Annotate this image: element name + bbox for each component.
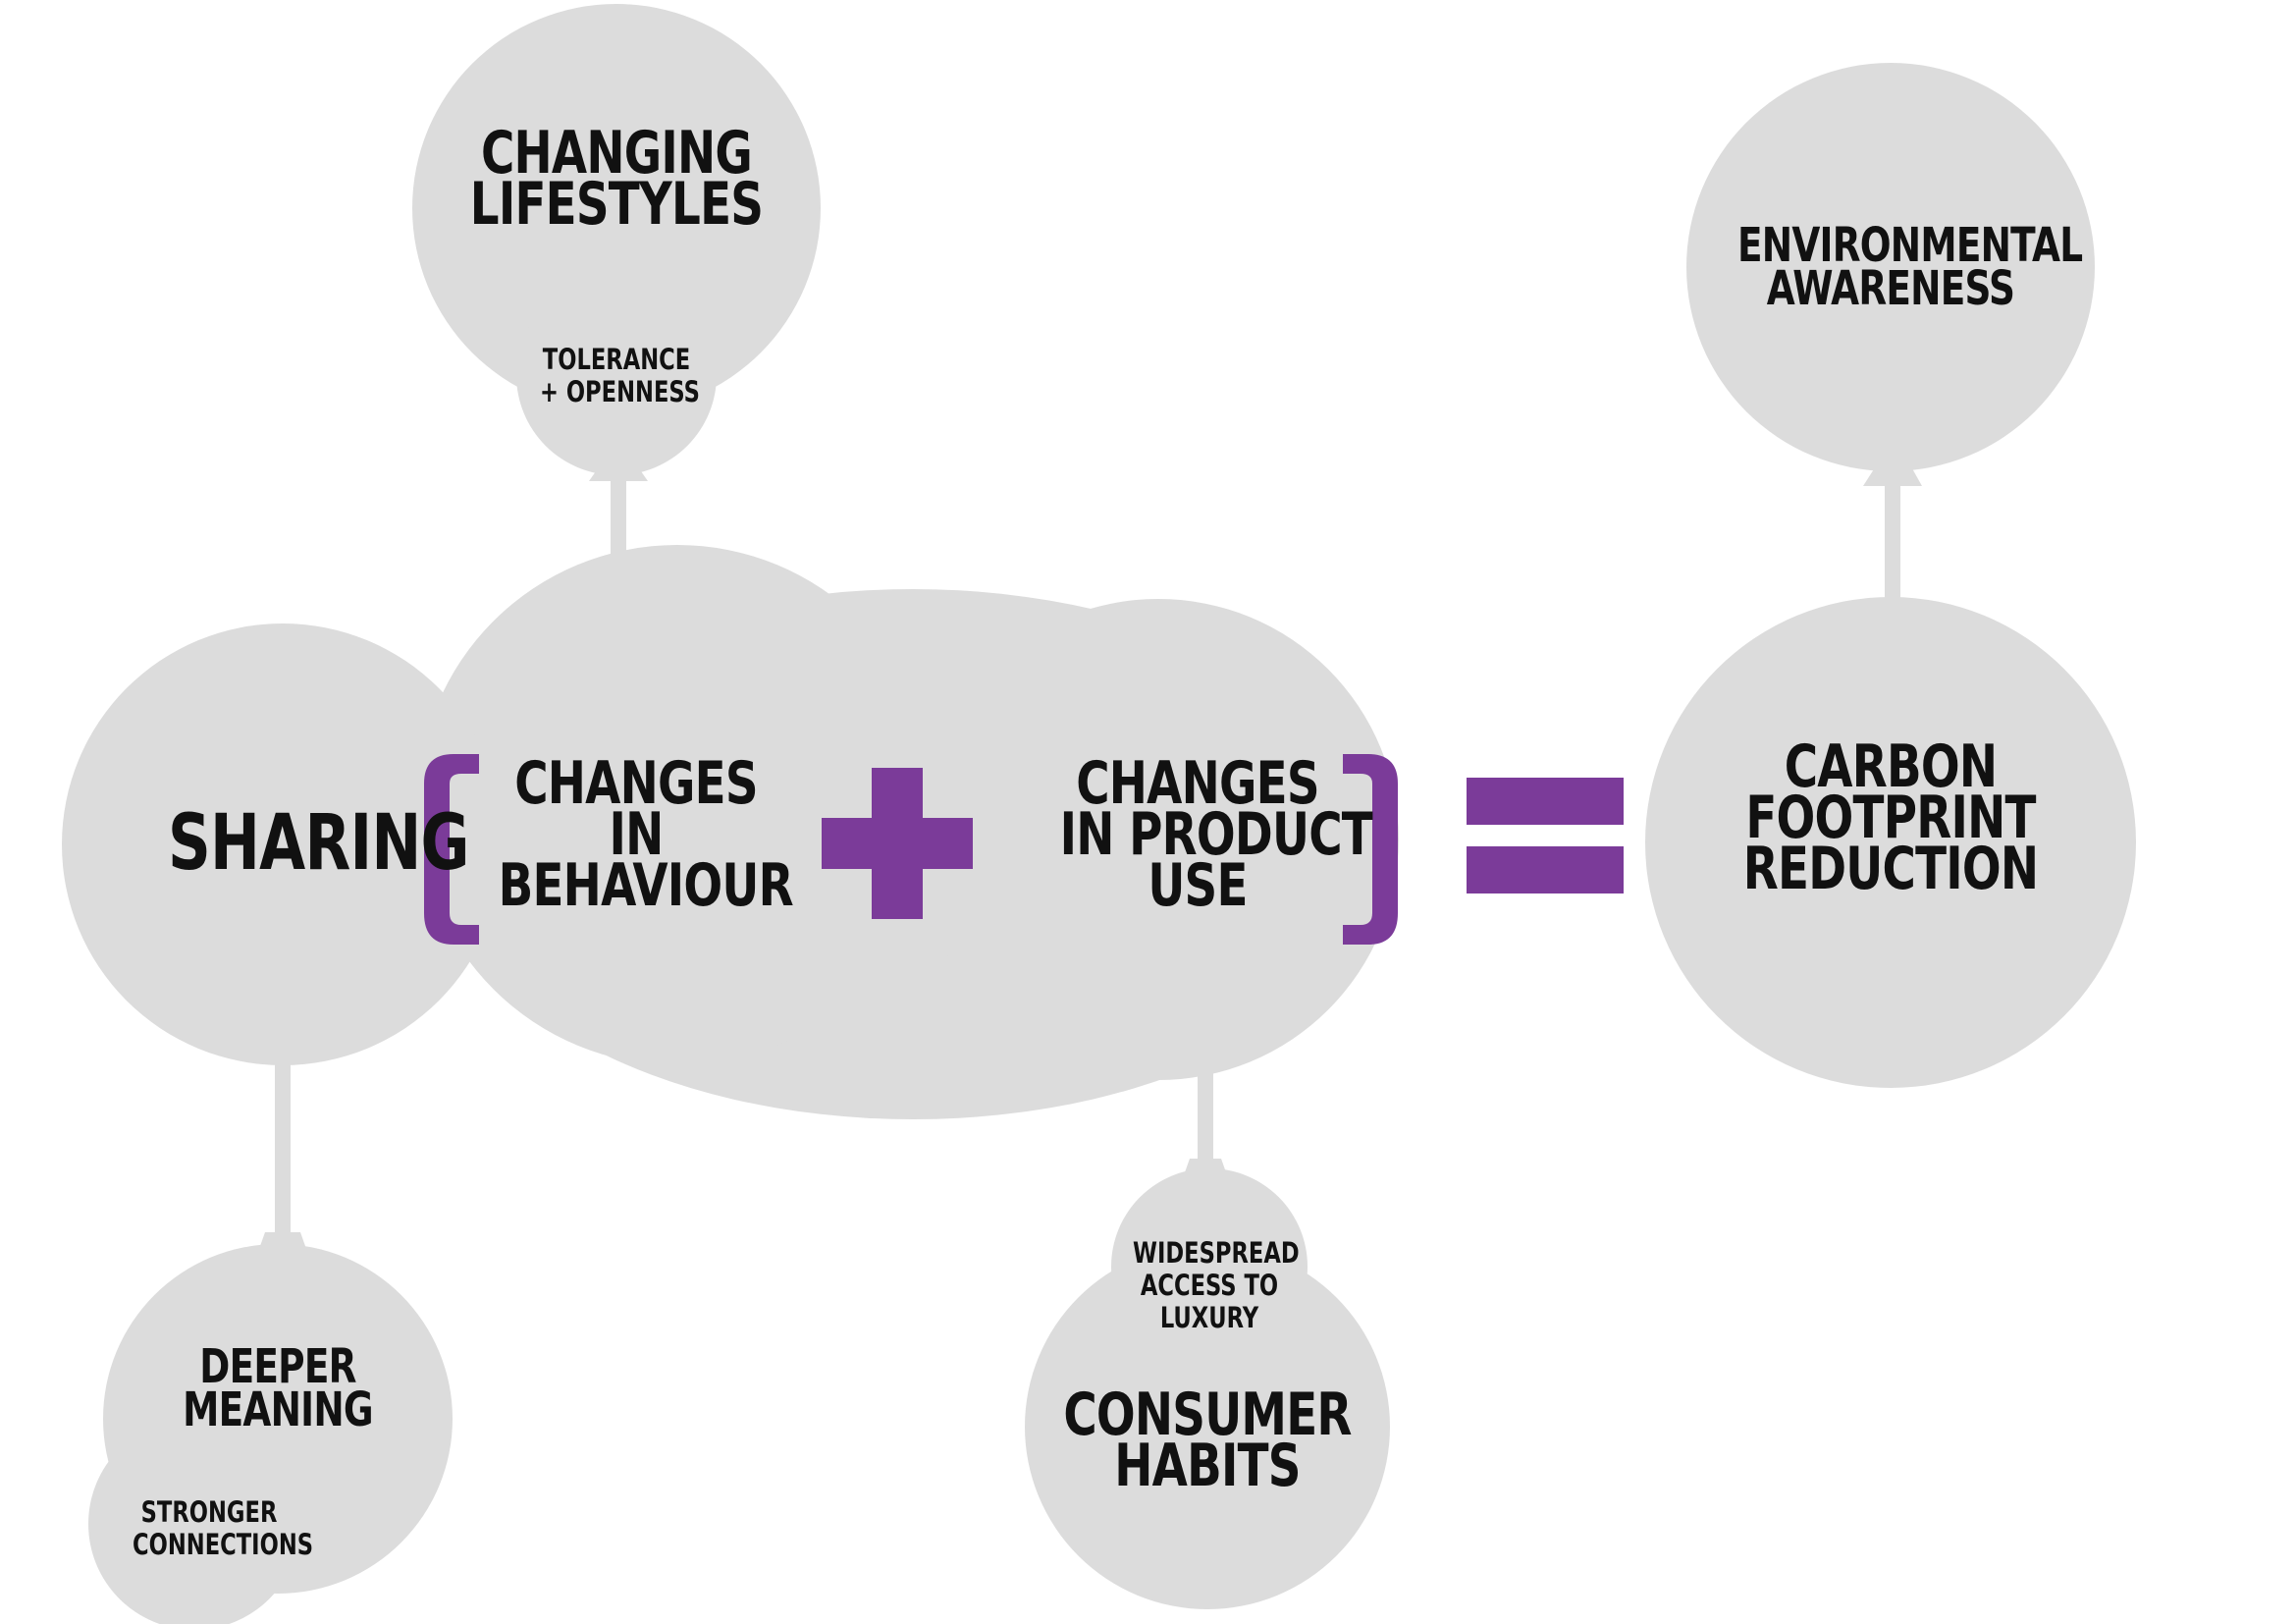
label-line: CONSUMER <box>1063 1380 1352 1449</box>
bracket-left-icon <box>424 754 479 945</box>
label-tolerance-openness: TOLERANCE + OPENNESS <box>540 343 700 408</box>
label-line: ACCESS TO <box>1140 1269 1279 1302</box>
label-line: FOOTPRINT <box>1745 784 2036 852</box>
label-line: TOLERANCE <box>542 343 691 376</box>
label-line: LUXURY <box>1159 1301 1259 1334</box>
label-line: SHARING <box>168 799 469 888</box>
label-line: IN PRODUCT <box>1059 800 1373 869</box>
label-widespread-access-luxury: WIDESPREAD ACCESS TO LUXURY <box>1133 1236 1300 1334</box>
label-line: REDUCTION <box>1742 835 2039 903</box>
label-line: CHANGES <box>1076 749 1319 818</box>
label-line: IN <box>609 800 664 869</box>
connector-environmental <box>1885 471 1900 619</box>
label-deeper-meaning: DEEPER MEANING <box>163 1339 393 1437</box>
label-line: STRONGER <box>140 1495 278 1529</box>
label-line: CARBON <box>1784 732 1998 801</box>
label-line: LIFESTYLES <box>469 170 764 239</box>
cloud-lobe-right <box>918 599 1399 1080</box>
bracket-right-icon <box>1343 754 1398 945</box>
label-carbon-footprint-reduction: CARBON FOOTPRINT REDUCTION <box>1737 732 2044 903</box>
plus-icon <box>822 768 973 919</box>
label-line: AWARENESS <box>1766 261 2015 316</box>
bubble-tolerance <box>516 275 717 475</box>
label-changing-lifestyles: CHANGING LIFESTYLES <box>463 119 770 239</box>
label-line: + OPENNESS <box>540 375 700 408</box>
connector-deeper-meaning <box>275 1011 291 1237</box>
label-consumer-habits: CONSUMER HABITS <box>1054 1380 1361 1500</box>
label-line: CONNECTIONS <box>133 1528 314 1561</box>
label-stronger-connections: STRONGER CONNECTIONS <box>133 1495 314 1561</box>
label-sharing: SHARING <box>168 799 469 888</box>
label-line: USE <box>1148 851 1248 920</box>
bubble-stronger-connections <box>88 1418 300 1624</box>
bubble-consumer-habits <box>1025 1244 1390 1609</box>
label-line: WIDESPREAD <box>1133 1236 1300 1270</box>
label-environmental-awareness: ENVIRONMENTAL AWARENESS <box>1737 218 2083 316</box>
label-line: DEEPER <box>199 1339 356 1394</box>
label-changes-in-product-use: CHANGES IN PRODUCT USE <box>1059 749 1373 920</box>
equals-icon <box>1467 778 1624 893</box>
label-line: CHANGES <box>514 749 758 818</box>
bubble-sharing <box>62 623 504 1065</box>
label-line: BEHAVIOUR <box>498 851 794 920</box>
bubble-carbon-footprint-reduction <box>1645 597 2136 1088</box>
label-line: ENVIRONMENTAL <box>1737 218 2083 273</box>
label-line: MEANING <box>183 1382 373 1437</box>
label-line: HABITS <box>1114 1432 1301 1500</box>
cloud-lobe-left <box>417 545 937 1065</box>
bubble-environmental-awareness <box>1686 63 2095 471</box>
label-line: CHANGING <box>480 119 753 188</box>
bubble-changing-lifestyles <box>412 4 821 412</box>
label-changes-in-behaviour: CHANGES IN BEHAVIOUR <box>498 749 794 920</box>
